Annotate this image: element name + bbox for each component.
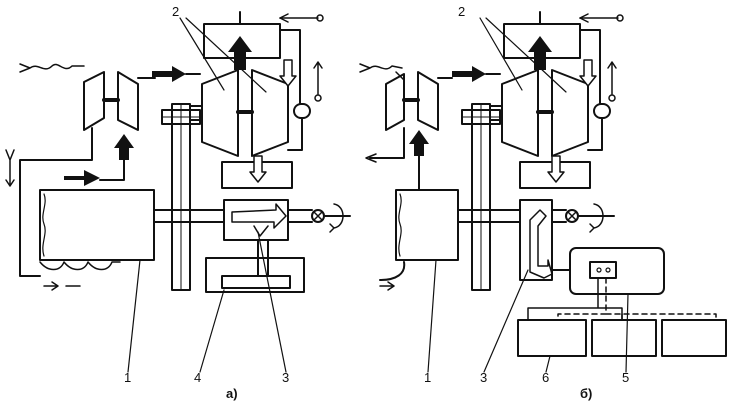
callout-b-6: 6 xyxy=(542,370,549,385)
callout-a-2: 2 xyxy=(172,4,179,19)
exhaust-inlet-wave-b xyxy=(359,63,403,73)
panel-b-caption: б) xyxy=(580,386,592,401)
box-to-turbine-hollow-arrow-b xyxy=(579,59,597,87)
leader-b-1 xyxy=(427,259,437,373)
engine-block xyxy=(39,189,155,261)
left-return-pipe xyxy=(19,127,93,277)
control-line-right-a xyxy=(279,29,301,105)
leader-a-4 xyxy=(199,289,225,373)
engine-break-line-b xyxy=(398,193,402,257)
left-return-pipe-b xyxy=(369,127,405,159)
signal-terminal-a xyxy=(316,14,324,22)
indicator-5 xyxy=(589,261,617,279)
valve-b-arrow xyxy=(607,61,617,95)
transmission-b-flow-arrow xyxy=(529,209,553,279)
leader-b-3 xyxy=(483,269,529,373)
turbine-shaft-housing xyxy=(189,105,203,121)
leader-a-2-left xyxy=(179,17,225,91)
callout-a-4: 4 xyxy=(194,370,201,385)
turbo-compressor xyxy=(117,71,139,131)
panel-b: 2 1 3 6 5 б) xyxy=(359,4,727,401)
indicator-5-dot-2 xyxy=(605,267,611,273)
turbine-to-lowerbox-arrow-b xyxy=(547,155,565,183)
indicator-5-dot-1 xyxy=(596,267,602,273)
air-intake-arrow-bottom xyxy=(43,281,81,291)
leader-b-5 xyxy=(625,293,629,373)
leader-b-6 xyxy=(545,355,551,373)
signal-arrowhead-a xyxy=(279,13,289,23)
transmission-a-inner xyxy=(253,225,269,237)
valve-a-arrow xyxy=(313,61,323,95)
transmission-a xyxy=(223,199,289,241)
turbo-to-turbine-arrow xyxy=(152,66,186,82)
valve-a-return xyxy=(287,117,303,151)
clutch-b-cross xyxy=(567,211,577,221)
panel-a-caption: а) xyxy=(226,386,238,401)
valve-b-return xyxy=(587,117,603,151)
engine-to-turbo-arrow xyxy=(114,134,134,160)
engine-bottom-pipe-b xyxy=(379,261,406,281)
transmission-a-flow-arrow xyxy=(231,203,287,229)
unit-4 xyxy=(205,257,305,293)
power-turbine-2 xyxy=(251,69,289,157)
block-6-right xyxy=(661,319,727,357)
power-turbine-1 xyxy=(201,69,239,157)
exhaust-inlet-wave xyxy=(19,63,85,73)
engine-block-b xyxy=(395,189,459,261)
signal-terminal-b xyxy=(616,14,624,22)
block-6-left xyxy=(517,319,587,357)
turbo-to-turbine-arrow-b xyxy=(452,66,486,82)
callout-b-5: 5 xyxy=(622,370,629,385)
air-exhaust-arrow-b xyxy=(365,153,377,163)
callout-a-1: 1 xyxy=(124,370,131,385)
block-6-middle xyxy=(591,319,657,357)
callout-b-2: 2 xyxy=(458,4,465,19)
power-turbine-b-1 xyxy=(501,69,539,157)
turbine-shaft-housing-b xyxy=(489,105,503,121)
turbine-to-box-arrow-a xyxy=(228,36,252,70)
signal-arrowhead-b xyxy=(579,13,589,23)
leader-a-2-right xyxy=(185,17,267,93)
leader-b-2-left xyxy=(479,17,523,91)
box-to-turbine-hollow-arrow-a xyxy=(279,59,297,87)
control-line-right-b xyxy=(579,29,601,105)
link-5-to-blocks-dashed xyxy=(557,277,717,321)
engine-to-turbo-arrow-b xyxy=(409,130,429,156)
leader-a-3 xyxy=(257,231,287,373)
valve-b xyxy=(593,103,611,119)
valve-b-terminal xyxy=(608,94,616,102)
engine-bottom-pipes xyxy=(39,261,121,271)
engine-break-line xyxy=(42,193,46,257)
turbine-to-box-arrow-b xyxy=(528,36,552,70)
power-turbine-b-2 xyxy=(551,69,589,157)
callout-a-3: 3 xyxy=(282,370,289,385)
turbo-turbine xyxy=(83,71,105,131)
panel-a: 2 1 4 3 а) xyxy=(5,4,351,401)
turbo-compressor-b xyxy=(417,71,439,131)
valve-a xyxy=(293,103,311,119)
turbine-to-lowerbox-arrow xyxy=(249,155,267,183)
turbo-turbine-b xyxy=(385,73,405,131)
air-intake-arrow-left xyxy=(5,149,15,187)
rotation-arrow-b xyxy=(589,203,604,233)
transmission-b xyxy=(519,199,553,281)
callout-b-1: 1 xyxy=(424,370,431,385)
engine-exhaust-manifold xyxy=(64,170,100,186)
air-intake-arrow-bottom-b xyxy=(379,281,395,291)
leader-b-2-right xyxy=(485,17,567,93)
callout-b-3: 3 xyxy=(480,370,487,385)
clutch-a-cross xyxy=(313,211,323,221)
engine-exhaust-line xyxy=(99,159,125,181)
rotation-arrow-a xyxy=(329,203,344,233)
valve-a-terminal xyxy=(314,94,322,102)
unit-4-inner xyxy=(221,275,291,289)
leader-a-1 xyxy=(127,259,141,373)
